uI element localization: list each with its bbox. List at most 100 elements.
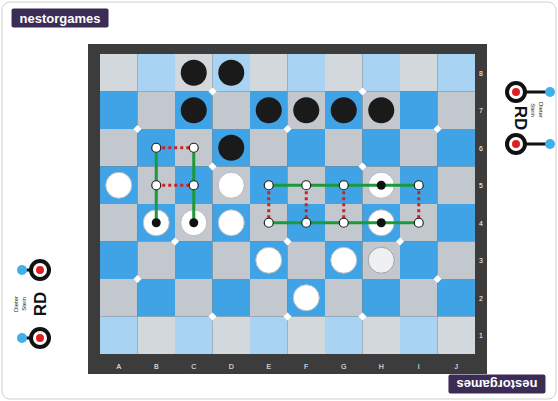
corner-diamond xyxy=(359,88,367,96)
corner-diamond xyxy=(434,275,442,283)
board-square xyxy=(400,129,438,167)
link-point xyxy=(264,218,273,227)
board-square xyxy=(325,317,363,355)
board-square xyxy=(363,279,401,317)
author-name: Stein xyxy=(530,103,536,117)
column-letter: J xyxy=(455,363,459,370)
row-number: 8 xyxy=(479,69,483,76)
logo-right xyxy=(505,81,555,155)
board-square xyxy=(250,279,288,317)
board-square xyxy=(288,54,326,92)
board-square xyxy=(213,92,251,130)
row-number: 4 xyxy=(479,219,483,226)
board-square xyxy=(288,92,326,130)
corner-diamond xyxy=(209,313,217,321)
board-square xyxy=(213,317,251,355)
link-point xyxy=(189,181,198,190)
board-square xyxy=(213,204,251,242)
white-piece xyxy=(218,210,244,236)
board-square xyxy=(325,129,363,167)
black-piece xyxy=(256,97,282,123)
board-square xyxy=(438,167,476,205)
board-square xyxy=(138,92,176,130)
board-square xyxy=(400,54,438,92)
board-square xyxy=(363,129,401,167)
link-point xyxy=(302,181,311,190)
row-number: 3 xyxy=(479,257,483,264)
board-square xyxy=(175,92,213,130)
board-square xyxy=(288,242,326,280)
board-square xyxy=(288,279,326,317)
board-square xyxy=(325,242,363,280)
black-piece xyxy=(331,97,357,123)
black-piece xyxy=(218,135,244,161)
board-square xyxy=(213,129,251,167)
board-square xyxy=(213,54,251,92)
link-line xyxy=(156,146,194,149)
corner-diamond xyxy=(284,238,292,246)
link-point xyxy=(302,218,311,227)
author-name: Stein xyxy=(21,297,27,311)
game-logo: RD xyxy=(32,292,49,317)
corner-diamond xyxy=(359,313,367,321)
corner-diamond xyxy=(171,238,179,246)
author-name: Dieter xyxy=(13,296,19,312)
link-line xyxy=(156,184,194,187)
column-letter: G xyxy=(341,363,346,370)
link-line xyxy=(417,185,420,223)
link-point xyxy=(152,143,161,152)
connection-lines xyxy=(152,143,424,227)
row-number: 6 xyxy=(479,144,483,151)
logo-left xyxy=(17,259,51,349)
board-square xyxy=(138,317,176,355)
board-square xyxy=(100,167,138,205)
link-point xyxy=(189,218,198,227)
white-piece xyxy=(331,247,357,273)
link-line xyxy=(267,185,270,223)
column-letter: D xyxy=(229,363,234,370)
link-point xyxy=(189,143,198,152)
row-number: 7 xyxy=(479,107,483,114)
board-square xyxy=(438,242,476,280)
board-square xyxy=(175,279,213,317)
board-square xyxy=(213,242,251,280)
link-point xyxy=(414,181,423,190)
corner-diamond xyxy=(359,163,367,171)
column-letter: F xyxy=(304,363,308,370)
board-square xyxy=(250,317,288,355)
column-letter: B xyxy=(154,363,159,370)
author-name: Dieter xyxy=(538,102,544,118)
board-square xyxy=(213,167,251,205)
corner-diamonds xyxy=(134,88,442,321)
board-square xyxy=(100,204,138,242)
board-square xyxy=(438,129,476,167)
board-square xyxy=(138,279,176,317)
board-square xyxy=(288,317,326,355)
row-number: 1 xyxy=(479,332,483,339)
corner-diamond xyxy=(396,238,404,246)
board-square xyxy=(213,279,251,317)
board-square xyxy=(288,129,326,167)
board-square xyxy=(100,129,138,167)
brand-banner: nestorgames xyxy=(12,9,109,28)
link-point xyxy=(152,218,161,227)
column-letter: I xyxy=(418,363,420,370)
board-square xyxy=(100,92,138,130)
board-square xyxy=(438,54,476,92)
board-square xyxy=(363,54,401,92)
board-square xyxy=(100,54,138,92)
grey-piece xyxy=(368,247,394,273)
white-piece xyxy=(293,285,319,311)
board-square xyxy=(363,92,401,130)
white-piece xyxy=(106,172,132,198)
link-line xyxy=(305,185,308,223)
board-square xyxy=(100,317,138,355)
board-square xyxy=(400,279,438,317)
black-piece xyxy=(368,97,394,123)
row-number: 5 xyxy=(479,182,483,189)
board-square xyxy=(100,279,138,317)
game-logo: RD xyxy=(512,106,529,131)
link-point xyxy=(152,181,161,190)
board-square xyxy=(363,317,401,355)
